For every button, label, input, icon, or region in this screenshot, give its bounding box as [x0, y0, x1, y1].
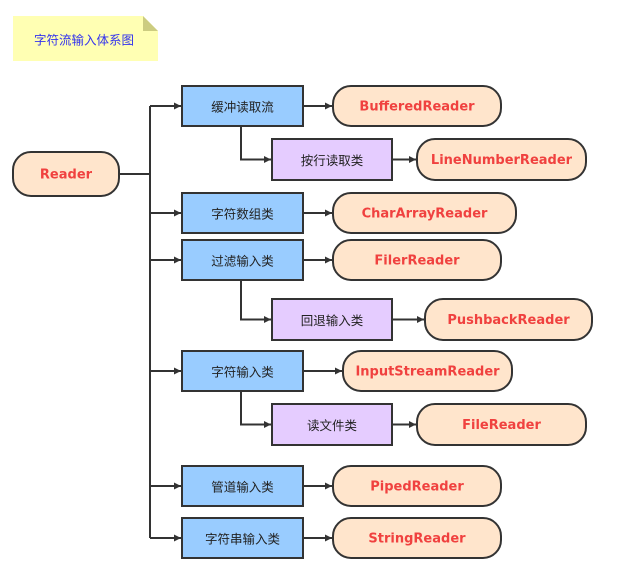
class-node-shape — [332, 192, 517, 234]
category-node[interactable]: 字符数组类 — [181, 192, 304, 234]
class-node[interactable]: PushbackReader — [424, 298, 593, 341]
class-label: LineNumberReader — [431, 153, 573, 168]
class-label: FileReader — [462, 418, 541, 433]
class-node[interactable]: LineNumberReader — [416, 138, 587, 181]
arrow-category-to-subcategory — [240, 126, 271, 163]
class-node-shape — [332, 85, 502, 127]
category-label: 缓冲读取流 — [211, 100, 274, 115]
category-node[interactable]: 字符输入类 — [181, 350, 304, 392]
category-node-shape — [181, 239, 304, 281]
category-node-shape — [181, 192, 304, 234]
arrow-category-to-subcategory — [240, 280, 271, 323]
class-node-shape — [424, 298, 593, 341]
category-label: 字符数组类 — [211, 207, 274, 222]
class-label: StringReader — [368, 532, 466, 547]
nodes: Reader 缓冲读取流 BufferedReader 按行读取类 LineNumber… — [12, 85, 593, 559]
category-label: 字符串输入类 — [205, 532, 281, 547]
class-label: PipedReader — [370, 480, 464, 495]
class-label: FilerReader — [374, 254, 460, 269]
root-node-reader-shape — [12, 151, 120, 197]
class-node-shape — [416, 403, 587, 446]
category-node[interactable]: 管道输入类 — [181, 465, 304, 507]
class-label: PushbackReader — [447, 313, 570, 328]
class-node-shape — [342, 350, 513, 392]
class-node[interactable]: PipedReader — [332, 465, 502, 507]
class-node-shape — [332, 239, 502, 281]
class-node[interactable]: BufferedReader — [332, 85, 502, 127]
category-node-shape — [181, 465, 304, 507]
class-label: InputStreamReader — [355, 365, 500, 380]
subcategory-label: 读文件类 — [307, 418, 358, 433]
class-label: BufferedReader — [359, 100, 475, 115]
category-node[interactable]: 过滤输入类 — [181, 239, 304, 281]
category-label: 管道输入类 — [211, 480, 274, 495]
class-node-shape — [416, 138, 587, 181]
subcategory-label: 按行读取类 — [301, 153, 364, 168]
class-label: CharArrayReader — [362, 207, 488, 222]
root-label: Reader — [40, 168, 93, 183]
subcategory-label: 回退输入类 — [301, 313, 364, 328]
class-node[interactable]: FilerReader — [332, 239, 502, 281]
subcategory-node-shape — [271, 138, 393, 181]
category-node[interactable]: 缓冲读取流 — [181, 85, 304, 127]
class-node[interactable]: StringReader — [332, 517, 502, 559]
category-node-shape — [181, 85, 304, 127]
class-node[interactable]: FileReader — [416, 403, 587, 446]
category-node-shape — [181, 517, 304, 559]
arrow-category-to-subcategory — [240, 391, 271, 428]
class-node[interactable]: CharArrayReader — [332, 192, 517, 234]
title-note: 字符流输入体系图 — [13, 16, 158, 61]
connectors — [119, 102, 424, 542]
subcategory-node-shape — [271, 403, 393, 446]
category-label: 过滤输入类 — [211, 254, 274, 269]
class-node-shape — [332, 517, 502, 559]
subcategory-node[interactable]: 按行读取类 — [271, 138, 393, 181]
subcategory-node[interactable]: 读文件类 — [271, 403, 393, 446]
category-node-shape — [181, 350, 304, 392]
note-title: 字符流输入体系图 — [34, 33, 134, 48]
class-node[interactable]: InputStreamReader — [342, 350, 513, 392]
note-fold-icon — [143, 16, 158, 31]
class-node-shape — [332, 465, 502, 507]
subcategory-node-shape — [271, 298, 393, 341]
category-label: 字符输入类 — [211, 365, 274, 380]
category-node[interactable]: 字符串输入类 — [181, 517, 304, 559]
note-body — [13, 16, 158, 61]
subcategory-node[interactable]: 回退输入类 — [271, 298, 393, 341]
root-node-reader[interactable]: Reader — [12, 151, 120, 197]
